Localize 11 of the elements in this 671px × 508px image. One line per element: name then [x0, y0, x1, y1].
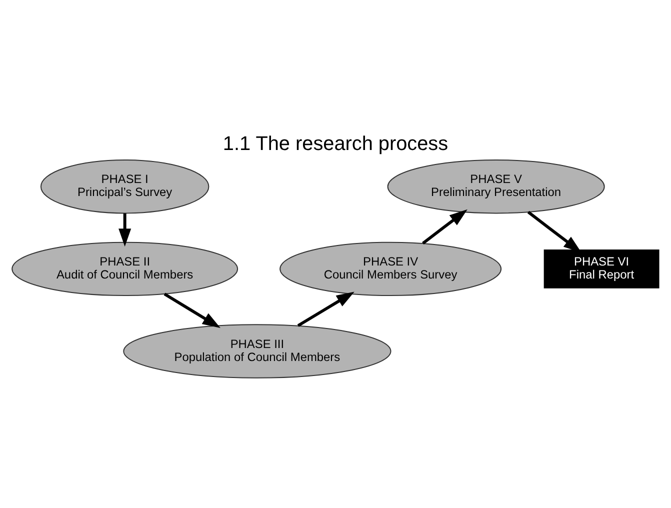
arrow [118, 213, 132, 247]
node-ellipse: PHASE III Population of Council Members [123, 324, 392, 378]
arrow [422, 209, 468, 244]
node-ellipse: PHASE IV Council Members Survey [280, 242, 502, 296]
node-ellipse: PHASE I Principal’s Survey [40, 159, 210, 214]
diagram-title: 1.1 The research process [222, 132, 448, 155]
arrow [297, 292, 354, 327]
arrow [164, 292, 220, 328]
node-box: PHASE VI Final Report [544, 250, 660, 288]
node-ellipse: PHASE II Audit of Council Members [12, 242, 238, 296]
node-ellipse: PHASE V Preliminary Presentation [387, 159, 605, 214]
